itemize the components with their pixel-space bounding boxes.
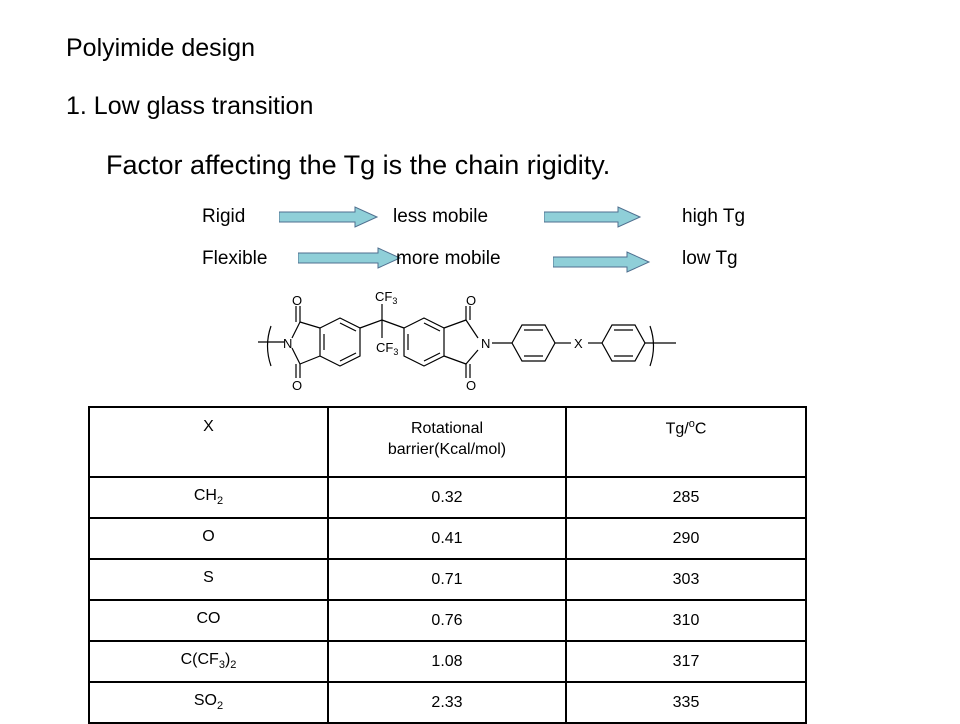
arrow-icon (298, 247, 402, 269)
table-row: C(CF3)2 1.08 317 (88, 640, 807, 683)
cell-x-sub2: 2 (230, 659, 237, 672)
table-row: SO2 2.33 335 (88, 681, 807, 724)
atom-label-cf: CF (375, 289, 392, 304)
atom-label-x: X (574, 336, 583, 351)
svg-text:N: N (481, 336, 490, 351)
cell-x-main: CH (193, 487, 217, 505)
section-heading: 1. Low glass transition (66, 92, 314, 120)
cell-x-main: C(CF (180, 651, 219, 669)
cell-barrier: 1.08 (327, 640, 567, 683)
cell-x-main: S (203, 569, 214, 587)
slide-title: Polyimide design (66, 34, 255, 62)
svg-text:O: O (466, 378, 476, 392)
cell-barrier: 2.33 (327, 681, 567, 724)
cell-x-main: CO (196, 610, 221, 628)
svg-text:O: O (292, 378, 302, 392)
cell-x-sub: 2 (217, 700, 224, 713)
header-x: X (88, 406, 329, 478)
relation-high-tg-label: high Tg (682, 206, 746, 227)
cell-x: CH2 (88, 476, 329, 519)
arrow-icon (553, 251, 651, 273)
atom-label-sub: 3 (392, 296, 397, 306)
cell-x-main: O (202, 528, 215, 546)
atom-label-cf: CF (376, 340, 393, 355)
cell-x-sub: 2 (216, 495, 224, 508)
cell-x: S (88, 558, 329, 601)
relation-more-mobile-label: more mobile (396, 248, 501, 269)
cell-tg: 290 (565, 517, 807, 560)
relation-less-mobile-label: less mobile (393, 206, 489, 227)
header-x-label: X (203, 418, 214, 435)
svg-text:O: O (292, 293, 302, 308)
cell-x-sub: 3 (218, 659, 225, 672)
cell-tg: 317 (565, 640, 807, 683)
atom-label-sub: 3 (393, 347, 398, 357)
cell-barrier: 0.32 (327, 476, 567, 519)
atom-label-o: O (292, 293, 302, 308)
atom-label-o: O (466, 293, 476, 308)
relation-flexible-label: Flexible (202, 248, 268, 269)
arrow-icon (279, 206, 379, 228)
header-tg-suffix: C (694, 420, 707, 438)
header-tg: Tg/oC (565, 406, 807, 478)
cell-tg: 335 (565, 681, 807, 724)
polyimide-structure-diagram: O O N CF3 CF3 O O N X (258, 289, 676, 392)
relation-rigid-label: Rigid (202, 206, 246, 227)
atom-label-o: O (292, 378, 302, 392)
cell-x-main: SO (193, 692, 217, 710)
svg-text:X: X (574, 336, 583, 351)
table-row: O 0.41 290 (88, 517, 807, 560)
tg-data-table: X Rotational barrier(Kcal/mol) Tg/oC CH2… (88, 406, 807, 724)
cell-barrier: 0.71 (327, 558, 567, 601)
svg-text:O: O (466, 293, 476, 308)
cell-x: CO (88, 599, 329, 642)
cell-tg: 285 (565, 476, 807, 519)
relation-low-tg-label: low Tg (682, 248, 738, 269)
atom-label-n: N (283, 336, 292, 351)
svg-text:CF3: CF3 (376, 340, 398, 357)
table-row: S 0.71 303 (88, 558, 807, 601)
table-row: CO 0.76 310 (88, 599, 807, 642)
header-barrier-line1: Rotational (410, 420, 484, 437)
header-barrier-line2: barrier(Kcal/mol) (387, 441, 507, 458)
table-row: CH2 0.32 285 (88, 476, 807, 519)
atom-label-n: N (481, 336, 490, 351)
svg-text:N: N (283, 336, 292, 351)
cell-tg: 310 (565, 599, 807, 642)
header-tg-sup: o (688, 418, 695, 430)
cell-barrier: 0.76 (327, 599, 567, 642)
cell-x: SO2 (88, 681, 329, 724)
cell-x: C(CF3)2 (88, 640, 329, 683)
cell-x: O (88, 517, 329, 560)
header-tg-prefix: Tg/ (665, 420, 689, 438)
statement-text: Factor affecting the Tg is the chain rig… (106, 150, 611, 180)
header-barrier: Rotational barrier(Kcal/mol) (327, 406, 567, 478)
cell-tg: 303 (565, 558, 807, 601)
atom-label-o: O (466, 378, 476, 392)
cell-barrier: 0.41 (327, 517, 567, 560)
svg-text:CF3: CF3 (375, 289, 397, 306)
table-header-row: X Rotational barrier(Kcal/mol) Tg/oC (88, 406, 807, 478)
arrow-icon (544, 206, 642, 228)
cell-x-tail: ) (224, 651, 231, 669)
